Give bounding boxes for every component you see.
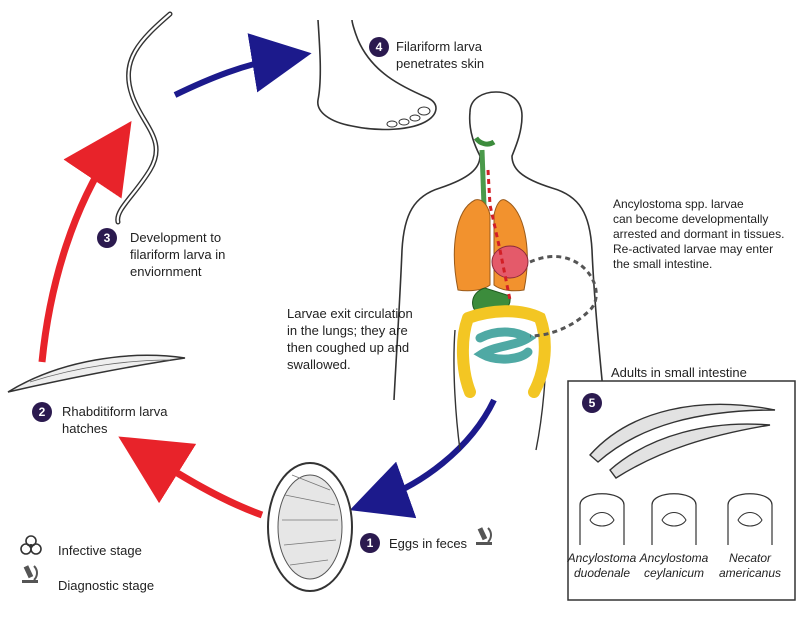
dormant-path bbox=[529, 255, 598, 338]
step-4-badge: 4 bbox=[369, 37, 389, 57]
arrow-filariform-to-skin bbox=[173, 33, 312, 98]
human-body-illustration bbox=[393, 91, 605, 451]
step-2-badge: 2 bbox=[32, 402, 52, 422]
adults-box bbox=[567, 380, 796, 601]
step-5-label: Adults in small intestine bbox=[611, 365, 747, 380]
step-1-label: Eggs in feces bbox=[389, 536, 468, 551]
legend-diagnostic-label: Diagnostic stage bbox=[58, 578, 155, 593]
colon bbox=[456, 305, 551, 398]
heart bbox=[491, 245, 529, 279]
egg-illustration bbox=[267, 462, 353, 592]
cycle-arrows bbox=[38, 33, 497, 519]
legend-infective-label: Infective stage bbox=[58, 543, 142, 558]
step-5-badge: 5 bbox=[582, 393, 602, 413]
foot-illustration bbox=[317, 19, 437, 131]
arrow-intestine-to-eggs bbox=[349, 398, 497, 519]
microscope-icon bbox=[476, 527, 492, 545]
step-1-badge: 1 bbox=[360, 533, 380, 553]
step-3-badge: 3 bbox=[97, 228, 117, 248]
arrow-rhabditiform-to-filariform bbox=[38, 120, 132, 363]
biohazard-icon bbox=[20, 535, 42, 555]
arrow-egg-to-rhabditiform bbox=[118, 436, 264, 519]
small-intestine bbox=[473, 327, 537, 364]
rhabditiform-larva-illustration bbox=[7, 354, 186, 393]
filariform-larva-illustration bbox=[115, 11, 173, 225]
left-lung bbox=[453, 199, 491, 292]
microscope-icon bbox=[22, 565, 38, 583]
